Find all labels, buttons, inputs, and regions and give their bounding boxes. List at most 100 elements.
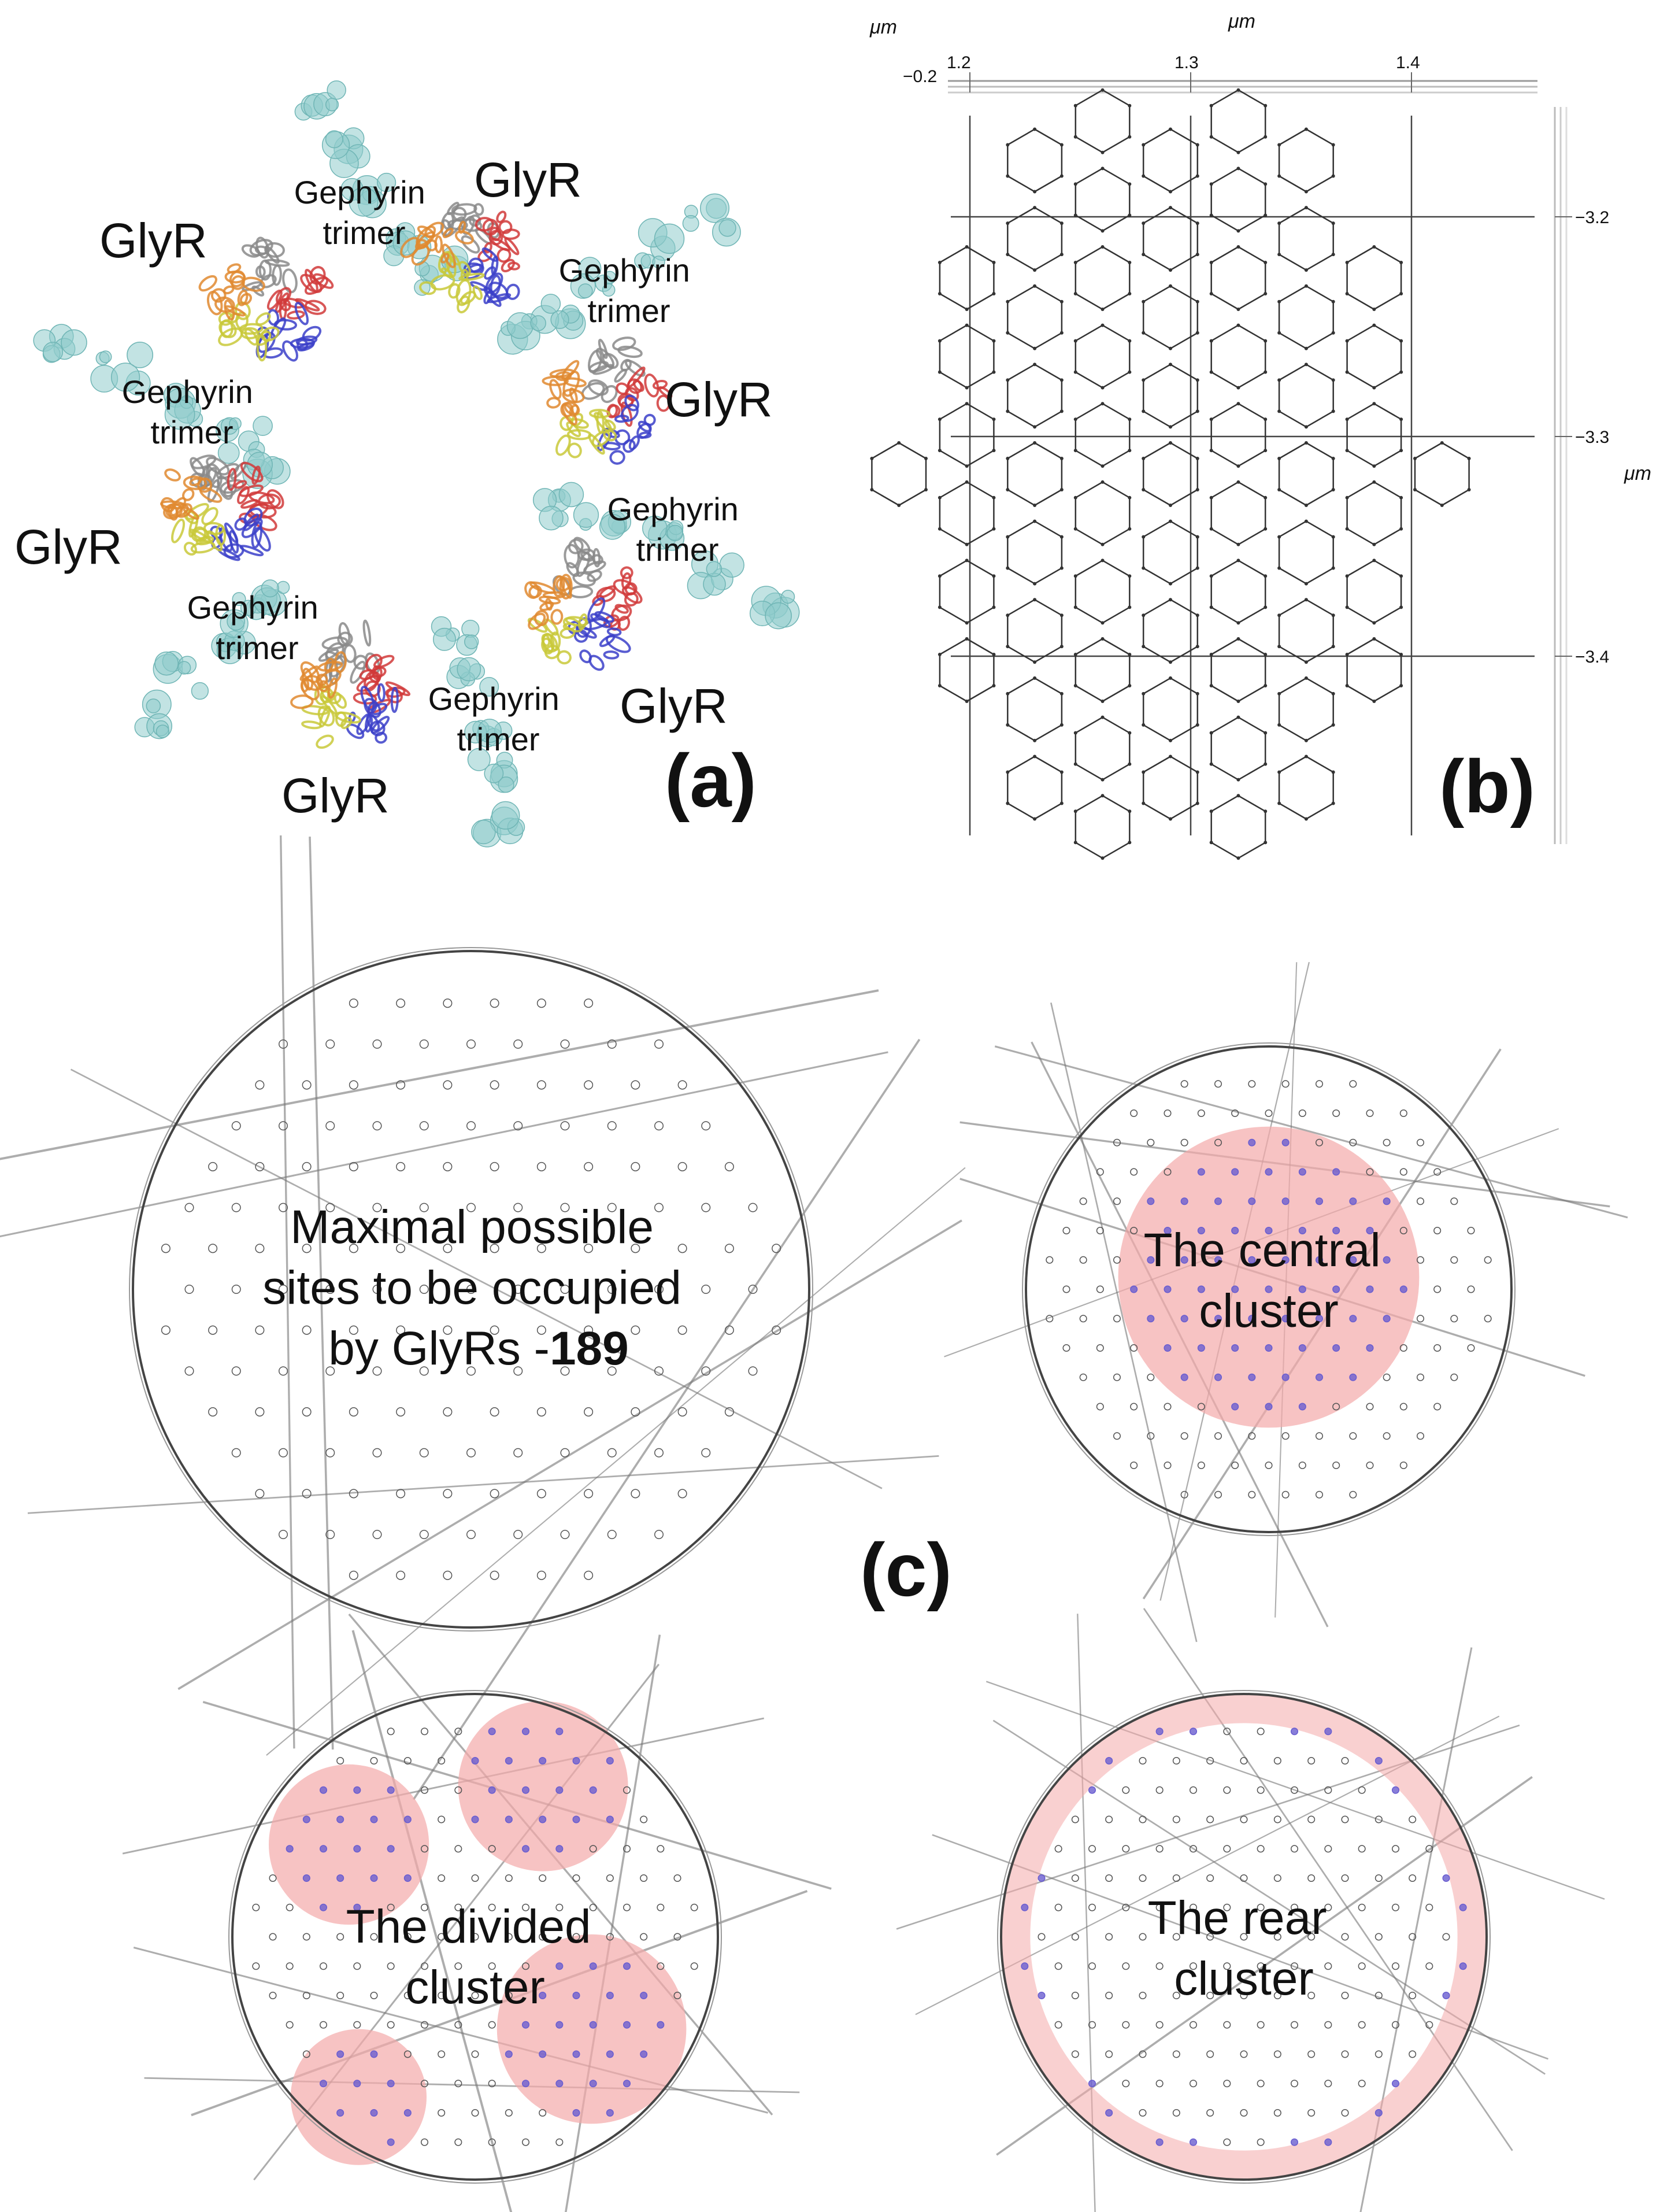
lattice-vertex bbox=[1277, 645, 1281, 649]
lattice-vertex bbox=[1033, 504, 1037, 507]
glyr-subunit-helix bbox=[373, 666, 387, 678]
occupied-site bbox=[555, 1728, 564, 1736]
empty-site bbox=[1383, 1373, 1391, 1381]
glyr-subunit-helix bbox=[612, 336, 636, 351]
empty-site bbox=[1433, 1285, 1442, 1293]
lattice-vertex bbox=[1142, 566, 1146, 570]
lattice-vertex bbox=[1073, 684, 1077, 688]
empty-site bbox=[349, 1244, 358, 1253]
lattice-vertex bbox=[1264, 684, 1268, 688]
gephyrin-blob bbox=[261, 579, 279, 598]
lattice-vertex bbox=[1209, 653, 1213, 657]
empty-site bbox=[1038, 1933, 1046, 1941]
gephyrin-blob bbox=[700, 193, 730, 223]
gephyrin-blob bbox=[765, 602, 792, 630]
lattice-hexagon bbox=[1142, 520, 1199, 585]
empty-site bbox=[1130, 1344, 1138, 1352]
empty-site bbox=[286, 2021, 294, 2029]
empty-site bbox=[555, 1903, 564, 1911]
empty-site bbox=[1315, 1138, 1324, 1146]
empty-site bbox=[1248, 1432, 1256, 1440]
lattice-hexagon bbox=[1210, 481, 1266, 546]
glyr-subunit-helix bbox=[542, 633, 558, 653]
empty-site bbox=[1341, 1815, 1349, 1823]
lattice-vertex bbox=[938, 291, 942, 295]
lattice-vertex bbox=[1142, 645, 1146, 649]
lattice-vertex bbox=[1033, 441, 1037, 445]
lattice-vertex bbox=[1209, 291, 1213, 295]
empty-site bbox=[420, 2021, 429, 2029]
occupied-site bbox=[1399, 1285, 1407, 1293]
empty-site bbox=[505, 2109, 513, 2117]
occupied-site bbox=[1324, 1728, 1332, 1736]
occupied-site bbox=[1315, 1373, 1324, 1381]
divided-cluster-caption: The divided cluster bbox=[346, 1900, 605, 2014]
empty-site bbox=[631, 1162, 640, 1171]
occupied-site bbox=[555, 2021, 564, 2029]
empty-site bbox=[1189, 1845, 1198, 1853]
empty-site bbox=[536, 1162, 546, 1171]
lattice-vertex bbox=[924, 488, 928, 491]
gephyrin-blob bbox=[654, 223, 685, 254]
lattice-vertex bbox=[1264, 103, 1268, 108]
empty-site bbox=[1240, 1874, 1248, 1882]
gephyrin-blob bbox=[471, 819, 496, 845]
empty-site bbox=[349, 1489, 358, 1499]
lattice-vertex bbox=[1073, 370, 1077, 374]
empty-site bbox=[443, 1080, 453, 1090]
empty-site bbox=[1214, 1080, 1222, 1088]
empty-site bbox=[1324, 1903, 1332, 1911]
gephyrin-blob bbox=[464, 634, 479, 649]
glyr-subunit-helix bbox=[579, 649, 592, 664]
maximal-sites-caption: Maximal possible sites to be occupied by… bbox=[262, 1201, 695, 1375]
lattice-vertex bbox=[1033, 284, 1037, 288]
lattice-hexagon bbox=[1075, 89, 1131, 154]
glyr-subunit-helix bbox=[193, 527, 209, 542]
lattice-vertex bbox=[1277, 378, 1281, 382]
empty-site bbox=[1046, 1315, 1054, 1323]
empty-site bbox=[1105, 1815, 1113, 1823]
glyr-subunit-helix bbox=[264, 242, 285, 258]
empty-site bbox=[1172, 1933, 1180, 1941]
lattice-hexagon bbox=[1075, 167, 1131, 232]
empty-site bbox=[640, 1815, 648, 1823]
empty-site bbox=[505, 1991, 513, 2000]
empty-site bbox=[396, 1407, 406, 1417]
empty-site bbox=[1433, 1403, 1442, 1411]
glyr-subunit-helix bbox=[628, 435, 640, 450]
glyr-subunit-helix bbox=[485, 272, 503, 294]
lattice-vertex bbox=[1169, 284, 1172, 288]
occupied-site bbox=[539, 1815, 547, 1823]
empty-site bbox=[1290, 1786, 1299, 1794]
empty-site bbox=[336, 1756, 344, 1765]
occupied-site bbox=[1265, 1344, 1273, 1352]
empty-site bbox=[490, 1489, 499, 1499]
empty-site bbox=[607, 1284, 617, 1294]
empty-site bbox=[1113, 1373, 1121, 1381]
empty-site bbox=[1155, 1786, 1164, 1794]
occupied-site bbox=[1281, 1315, 1290, 1323]
lattice-vertex bbox=[1236, 386, 1240, 390]
empty-site bbox=[1358, 2080, 1366, 2088]
lattice-vertex bbox=[1073, 653, 1077, 657]
empty-site bbox=[505, 1874, 513, 1882]
empty-site bbox=[443, 998, 453, 1008]
glyr-subunit-helix bbox=[460, 268, 469, 281]
lattice-vertex bbox=[1169, 738, 1172, 742]
glyr-subunit-helix bbox=[564, 377, 587, 387]
occupied-site bbox=[1349, 1315, 1357, 1323]
cluster-highlight bbox=[458, 1701, 628, 1871]
empty-site bbox=[690, 1962, 698, 1970]
empty-site bbox=[1307, 1933, 1316, 1941]
glyr-subunit-helix bbox=[206, 457, 230, 476]
background-filament-line bbox=[1050, 1003, 1198, 1643]
lattice-vertex bbox=[1169, 598, 1172, 602]
glyr-subunit-helix bbox=[482, 219, 499, 236]
empty-site bbox=[631, 1244, 640, 1253]
lattice-vertex bbox=[1073, 449, 1077, 453]
empty-site bbox=[1399, 1226, 1407, 1235]
glyr-subunit-helix bbox=[164, 468, 181, 482]
glyr-subunit-helix bbox=[302, 325, 322, 342]
glyr-subunit-helix bbox=[576, 625, 597, 639]
occupied-site bbox=[623, 1962, 631, 1970]
